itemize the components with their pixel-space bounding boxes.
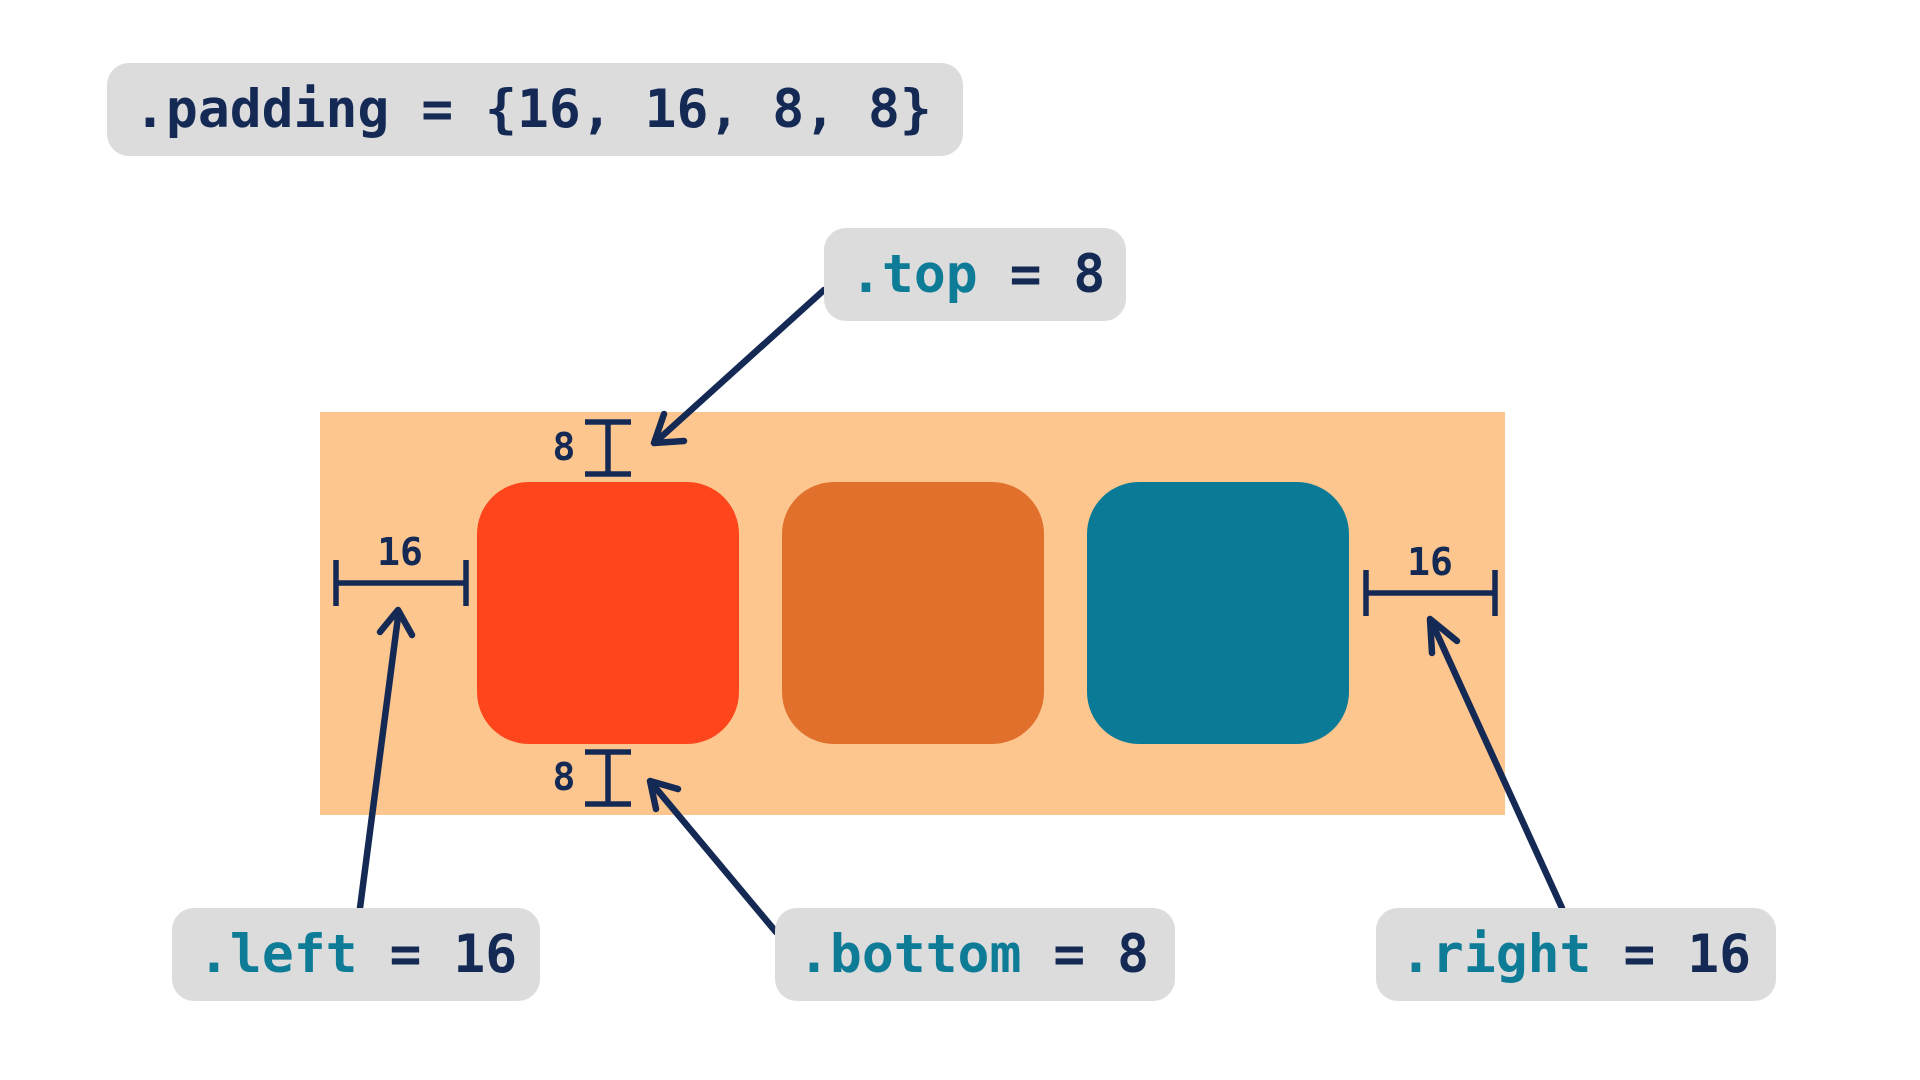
left-padding-label: 16 — [377, 530, 423, 574]
top-padding-marker — [585, 419, 631, 477]
top-property-name: .top — [850, 244, 978, 305]
padding-expression: .padding = {16, 16, 8, 8} — [134, 79, 932, 140]
left-equals: = — [389, 924, 421, 985]
child-box-teal — [1087, 482, 1349, 744]
bottom-label-pill — [775, 908, 1175, 1001]
right-property-name: .right — [1400, 924, 1591, 985]
top-label-pill — [824, 228, 1126, 321]
bottom-padding-marker — [585, 749, 631, 807]
arrow-right — [1426, 615, 1566, 912]
left-label-pill — [172, 908, 540, 1001]
arrow-top — [650, 286, 828, 447]
top-value: 8 — [1073, 244, 1105, 305]
left-label: .left = 16 — [198, 924, 517, 985]
right-padding-label: 16 — [1407, 540, 1453, 584]
right-label-pill — [1376, 908, 1776, 1001]
left-value: 16 — [453, 924, 517, 985]
top-padding-label: 8 — [553, 425, 576, 469]
left-padding-marker — [333, 560, 469, 606]
padding-expression-pill — [107, 63, 963, 156]
right-label: .right = 16 — [1400, 924, 1751, 985]
right-value: 16 — [1687, 924, 1751, 985]
right-padding-marker — [1363, 570, 1498, 616]
bottom-value: 8 — [1117, 924, 1149, 985]
right-equals: = — [1623, 924, 1655, 985]
padding-equals: = — [421, 79, 453, 140]
bottom-label: .bottom = 8 — [798, 924, 1149, 985]
bottom-equals: = — [1053, 924, 1085, 985]
bottom-padding-label: 8 — [553, 755, 576, 799]
padding-property-name: .padding — [134, 79, 389, 140]
arrow-left — [356, 606, 416, 912]
child-box-orange — [782, 482, 1044, 744]
bottom-property-name: .bottom — [798, 924, 1021, 985]
top-equals: = — [1010, 244, 1042, 305]
left-property-name: .left — [198, 924, 358, 985]
child-box-red — [477, 482, 739, 744]
top-label: .top = 8 — [850, 244, 1105, 305]
arrow-bottom — [646, 777, 780, 936]
padding-value: {16, 16, 8, 8} — [485, 79, 932, 140]
